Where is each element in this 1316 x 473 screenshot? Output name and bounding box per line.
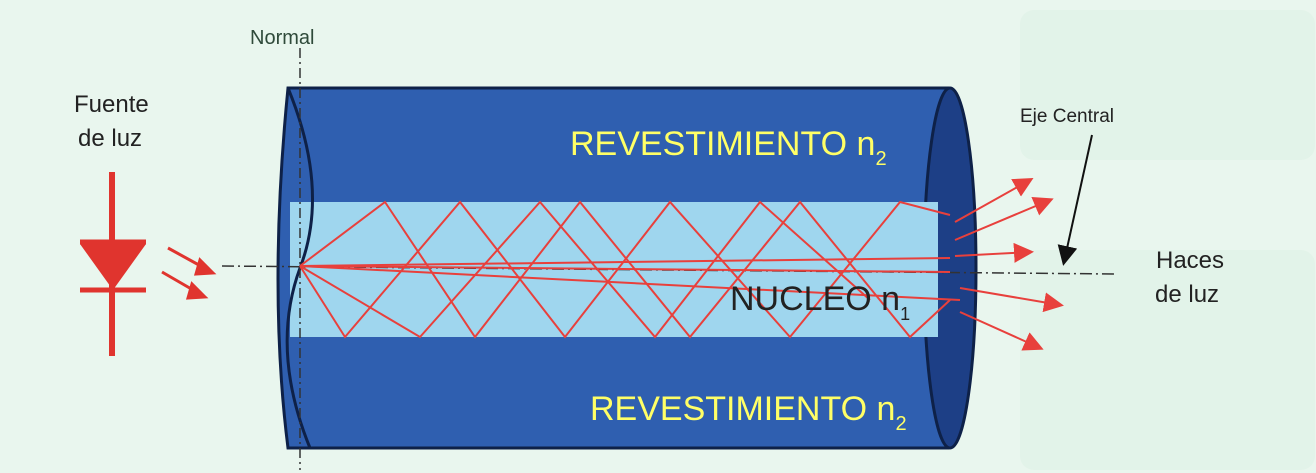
exit-ray-3 <box>954 242 1034 263</box>
ray-straight-1 <box>299 257 951 267</box>
background-watermark <box>1020 10 1315 470</box>
source-label-line2: de luz <box>78 125 142 152</box>
exit-ray-4 <box>959 287 1064 313</box>
beams-label-line2: de luz <box>1155 281 1219 308</box>
exit-ray-1 <box>954 178 1034 223</box>
emission-arrows <box>161 246 217 300</box>
normal-label: Normal <box>250 27 314 49</box>
exit-rays <box>954 178 1064 351</box>
core-label: NUCLEO n1 <box>730 280 910 324</box>
central-axis-label: Eje Central <box>1020 106 1114 127</box>
cladding-bottom-label: REVESTIMIENTO n2 <box>590 390 907 435</box>
ray-straight-2 <box>299 265 951 273</box>
light-rays <box>299 200 961 339</box>
cladding-top-label: REVESTIMIENTO n2 <box>570 125 887 170</box>
central-axis-pointer <box>1057 134 1093 266</box>
light-source-diode-icon <box>80 172 146 356</box>
beams-label-line1: Haces <box>1156 247 1224 274</box>
exit-ray-2 <box>954 196 1054 241</box>
exit-ray-5 <box>959 311 1044 351</box>
ray-straight-3 <box>299 265 961 301</box>
source-label-line1: Fuente <box>74 91 149 118</box>
